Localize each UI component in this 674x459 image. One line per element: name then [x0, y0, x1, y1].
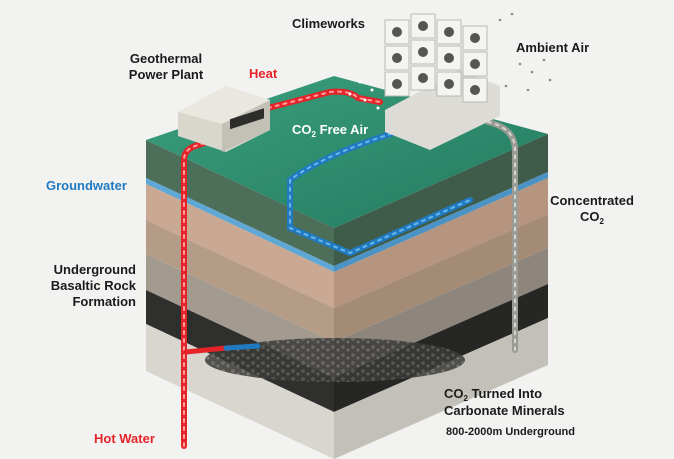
label-carbonate-minerals: Carbonate Minerals: [444, 403, 565, 418]
label-co2-turned: CO2 Turned Into: [444, 386, 543, 403]
carbonate-rocks: [205, 338, 465, 382]
label-geothermal-line2: Power Plant: [128, 67, 204, 82]
concentrated-co2-prefix: CO: [580, 209, 600, 224]
turned-suffix: Turned Into: [467, 386, 543, 401]
concentrated-co2-sub: 2: [599, 217, 604, 226]
label-concentrated: Concentrated: [550, 193, 634, 208]
dac-collector-icon: [348, 12, 552, 150]
turned-prefix: CO: [444, 386, 464, 401]
co2-free-air-suffix: Free Air: [315, 122, 369, 137]
label-underground-line3: Formation: [72, 294, 136, 309]
label-concentrated-co2-line: CO2: [544, 209, 640, 226]
label-underground-formation: Underground Basaltic Rock Formation: [28, 262, 136, 310]
co2-flow-pipe: [485, 119, 518, 353]
label-underground-line2: Basaltic Rock: [50, 278, 136, 293]
label-hot-water: Hot Water: [94, 431, 155, 446]
label-underground-line1: Underground: [53, 262, 136, 277]
label-geothermal-line1: Geothermal: [129, 51, 203, 66]
co2-free-air-sub: 2: [311, 130, 316, 139]
co2-free-air-prefix: CO: [292, 122, 312, 137]
label-co2-free-air: CO2 Free Air: [292, 122, 369, 139]
label-groundwater: Groundwater: [46, 178, 127, 193]
label-climeworks: Climeworks: [292, 16, 365, 31]
label-heat: Heat: [249, 66, 278, 81]
hot-water-pipe: [181, 88, 383, 449]
label-depth: 800-2000m Underground: [446, 426, 575, 438]
turned-sub: 2: [463, 394, 468, 403]
label-concentrated-co2: Concentrated CO2: [544, 193, 640, 226]
geothermal-plant-icon: [178, 86, 270, 152]
label-ambient-air: Ambient Air: [516, 40, 590, 55]
label-geothermal-plant: Geothermal Power Plant: [120, 51, 212, 83]
